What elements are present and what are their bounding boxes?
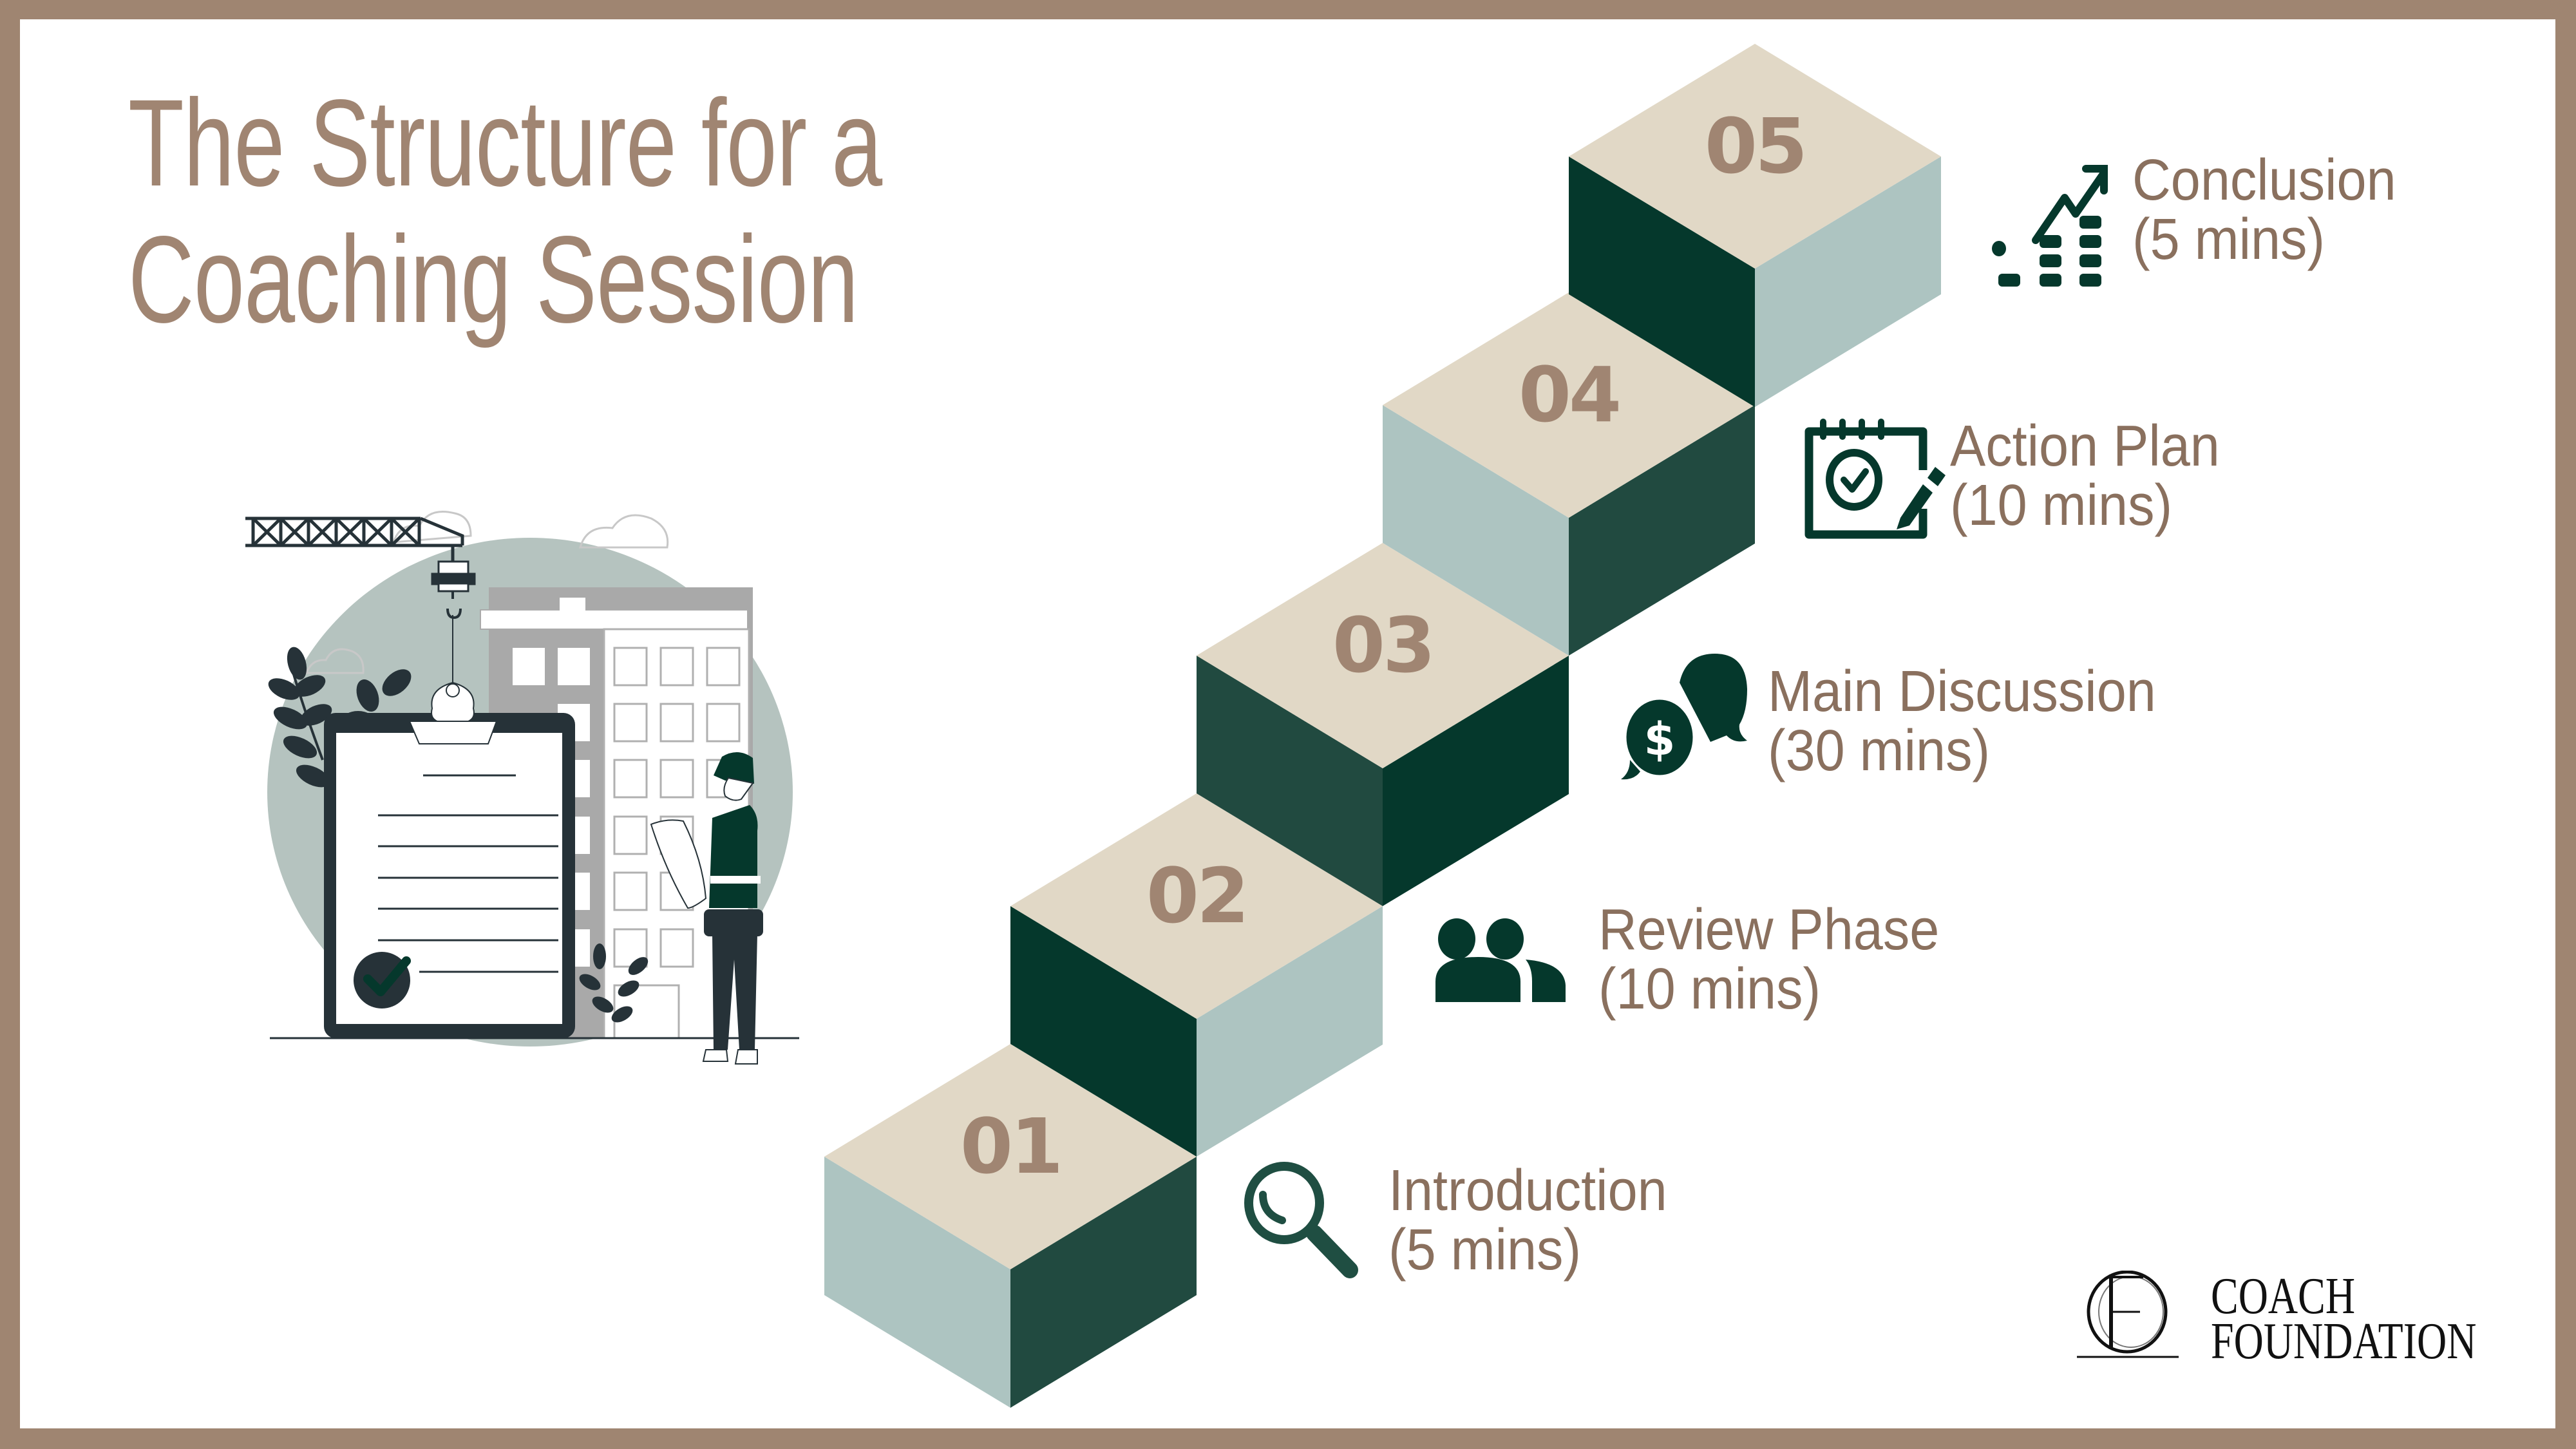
step-number-01: 01 — [960, 1102, 1063, 1191]
svg-text:$: $ — [1644, 713, 1676, 766]
step-duration: (10 mins) — [1950, 473, 2173, 538]
step-name: Conclusion — [2132, 148, 2396, 213]
notepad-check-icon — [1804, 419, 1946, 539]
slide-canvas: The Structure for a Coaching Session — [20, 19, 2555, 1428]
step-name: Review Phase — [1598, 898, 1940, 962]
crane-icon — [245, 516, 476, 683]
step-duration: (5 mins) — [1388, 1218, 1582, 1282]
step-number-04: 04 — [1518, 350, 1622, 439]
coach-foundation-logo: COACH FOUNDATION — [2076, 1268, 2526, 1367]
step-name: Introduction — [1388, 1159, 1667, 1223]
step-label-main-discussion: Main Discussion (30 mins) — [1768, 662, 2156, 781]
clipboard-icon — [324, 681, 575, 1038]
page-title: The Structure for a Coaching Session — [128, 75, 882, 348]
staircase — [824, 44, 1941, 1408]
logo-line-2: FOUNDATION — [2211, 1313, 2477, 1370]
construction-clipboard-illustration — [245, 511, 799, 1065]
step-number-05: 05 — [1704, 102, 1808, 191]
logo-line-1: COACH — [2211, 1268, 2356, 1325]
growth-chart-icon — [1992, 165, 2108, 287]
cf-monogram-icon — [2077, 1271, 2179, 1358]
step-duration: (5 mins) — [2132, 207, 2325, 272]
check-circle-icon — [354, 952, 410, 1009]
step-label-action-plan: Action Plan (10 mins) — [1950, 417, 2220, 535]
step-label-introduction: Introduction (5 mins) — [1388, 1161, 1667, 1280]
construction-worker-icon — [650, 752, 763, 1065]
step-label-conclusion: Conclusion (5 mins) — [2132, 151, 2396, 269]
step-duration: (10 mins) — [1598, 957, 1821, 1021]
clouds-icon — [305, 511, 669, 674]
magnifier-icon — [1244, 1162, 1358, 1278]
title-line-2: Coaching Session — [128, 210, 858, 348]
step-number-03: 03 — [1332, 601, 1435, 690]
step-name: Action Plan — [1950, 414, 2220, 478]
step-number-02: 02 — [1146, 851, 1249, 940]
people-icon — [1435, 918, 1566, 1002]
title-line-1: The Structure for a — [128, 73, 882, 212]
step-duration: (30 mins) — [1768, 719, 1991, 783]
step-name: Main Discussion — [1768, 659, 2156, 724]
step-cube-05[interactable] — [1569, 44, 1941, 407]
chat-dollar-icon: $ — [1621, 654, 1747, 780]
step-label-review-phase: Review Phase (10 mins) — [1598, 900, 1939, 1019]
